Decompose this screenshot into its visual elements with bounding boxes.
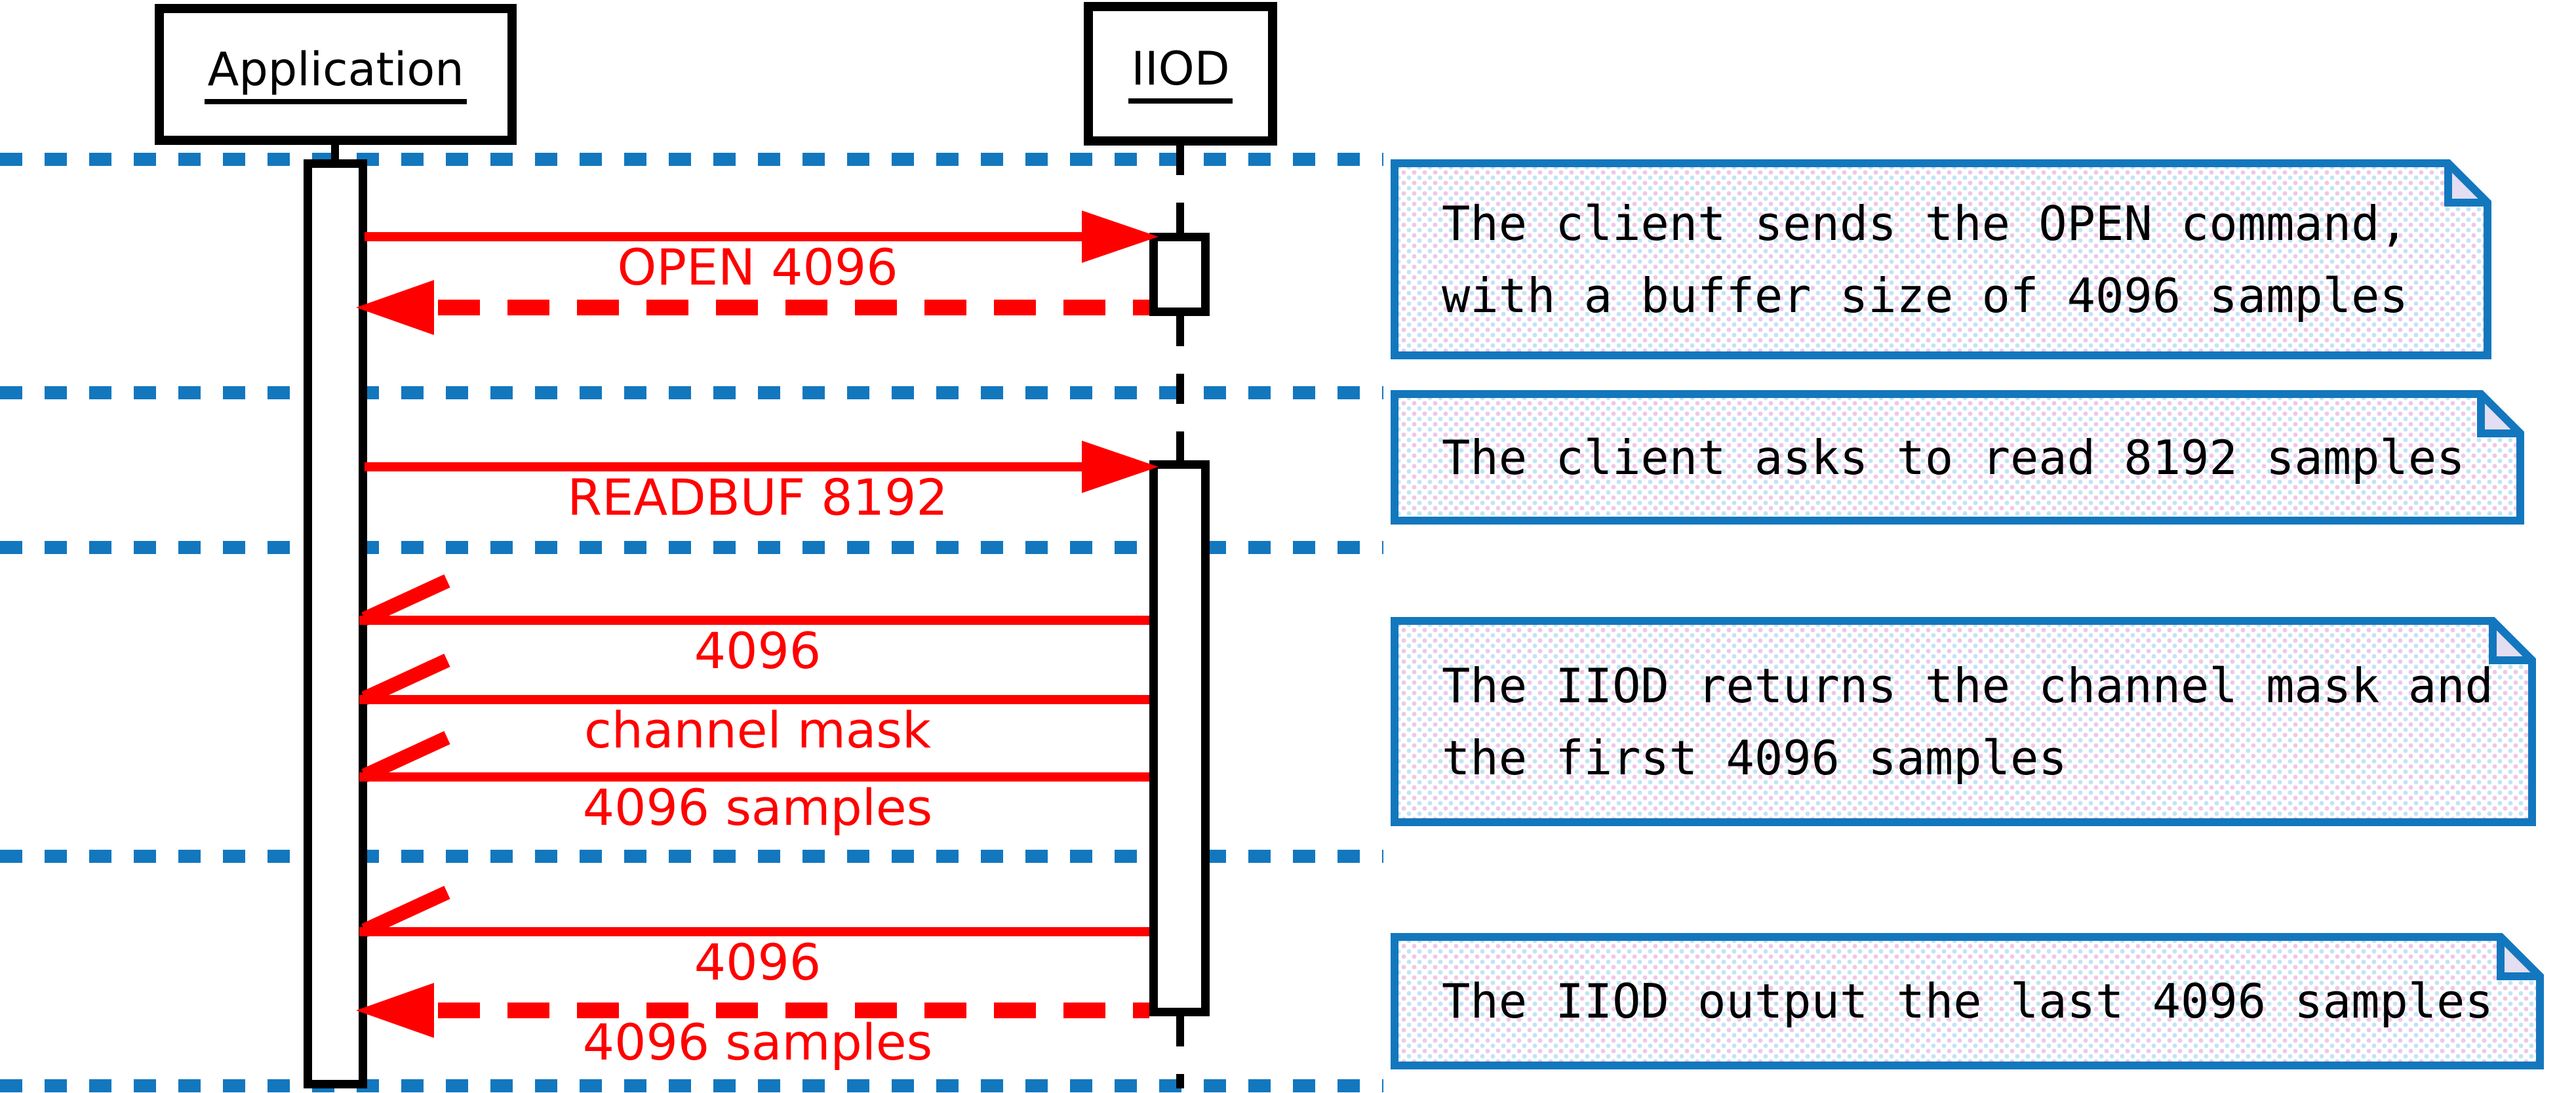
note-line: with a buffer size of 4096 samples xyxy=(1442,268,2408,323)
message-label-4096-first: 4096 xyxy=(694,622,822,680)
note-last-samples: The IIOD output the last 4096 samples xyxy=(1391,933,2544,1069)
actor-iiod: IIOD xyxy=(1084,2,1277,146)
note-line: the first 4096 samples xyxy=(1442,730,2067,785)
message-label-4096-samples-2: 4096 samples xyxy=(582,1013,933,1071)
note-line: The client sends the OPEN command, xyxy=(1442,195,2408,251)
iiod-lifeline-segment xyxy=(1176,316,1184,460)
iiod-lifeline-segment xyxy=(1176,1016,1184,1088)
note-text: The client sends the OPEN command, with … xyxy=(1391,167,2484,351)
note-line: The IIOD returns the channel mask and xyxy=(1442,658,2493,713)
arrow-4096-last xyxy=(359,886,1149,937)
application-lifeline xyxy=(331,144,339,160)
note-frame xyxy=(1391,933,2544,1069)
arrow-open-return xyxy=(356,280,1149,335)
iiod-lifeline-segment xyxy=(1176,145,1184,233)
note-text: The IIOD returns the channel mask and th… xyxy=(1391,625,2528,818)
arrow-4096-samples-return xyxy=(356,983,1149,1038)
iiod-activation-bar-open xyxy=(1149,233,1210,316)
note-frame xyxy=(1391,617,2536,826)
actor-application: Application xyxy=(155,4,517,145)
folded-corner-icon xyxy=(2489,617,2536,664)
note-open-command: The client sends the OPEN command, with … xyxy=(1391,159,2491,359)
note-channel-mask: The IIOD returns the channel mask and th… xyxy=(1391,617,2536,826)
message-label-channel-mask: channel mask xyxy=(584,701,932,759)
arrow-4096-first xyxy=(359,574,1149,626)
note-text: The client asks to read 8192 samples xyxy=(1391,398,2516,517)
application-activation-bar xyxy=(304,159,367,1088)
folded-corner-icon xyxy=(2477,390,2524,437)
message-label-open: OPEN 4096 xyxy=(617,238,898,296)
actor-application-name: Application xyxy=(205,45,467,104)
message-label-4096-samples-1: 4096 samples xyxy=(582,778,933,837)
iiod-activation-bar-readbuf xyxy=(1149,460,1210,1016)
message-label-readbuf: READBUF 8192 xyxy=(567,468,948,527)
arrow-channel-mask xyxy=(359,654,1149,705)
folded-corner-icon xyxy=(2497,933,2544,980)
arrow-open-4096 xyxy=(365,210,1159,263)
message-label-4096-last: 4096 xyxy=(694,933,822,991)
arrow-readbuf-8192 xyxy=(365,441,1159,493)
actor-iiod-name: IIOD xyxy=(1128,44,1233,104)
note-line: The client asks to read 8192 samples xyxy=(1442,429,2465,485)
note-text: The IIOD output the last 4096 samples xyxy=(1391,941,2536,1062)
note-frame xyxy=(1391,390,2524,525)
note-frame xyxy=(1391,159,2491,359)
folded-corner-icon xyxy=(2444,159,2491,207)
arrow-4096-samples-first xyxy=(359,731,1149,782)
note-line: The IIOD output the last 4096 samples xyxy=(1442,974,2493,1029)
note-readbuf: The client asks to read 8192 samples xyxy=(1391,390,2524,525)
